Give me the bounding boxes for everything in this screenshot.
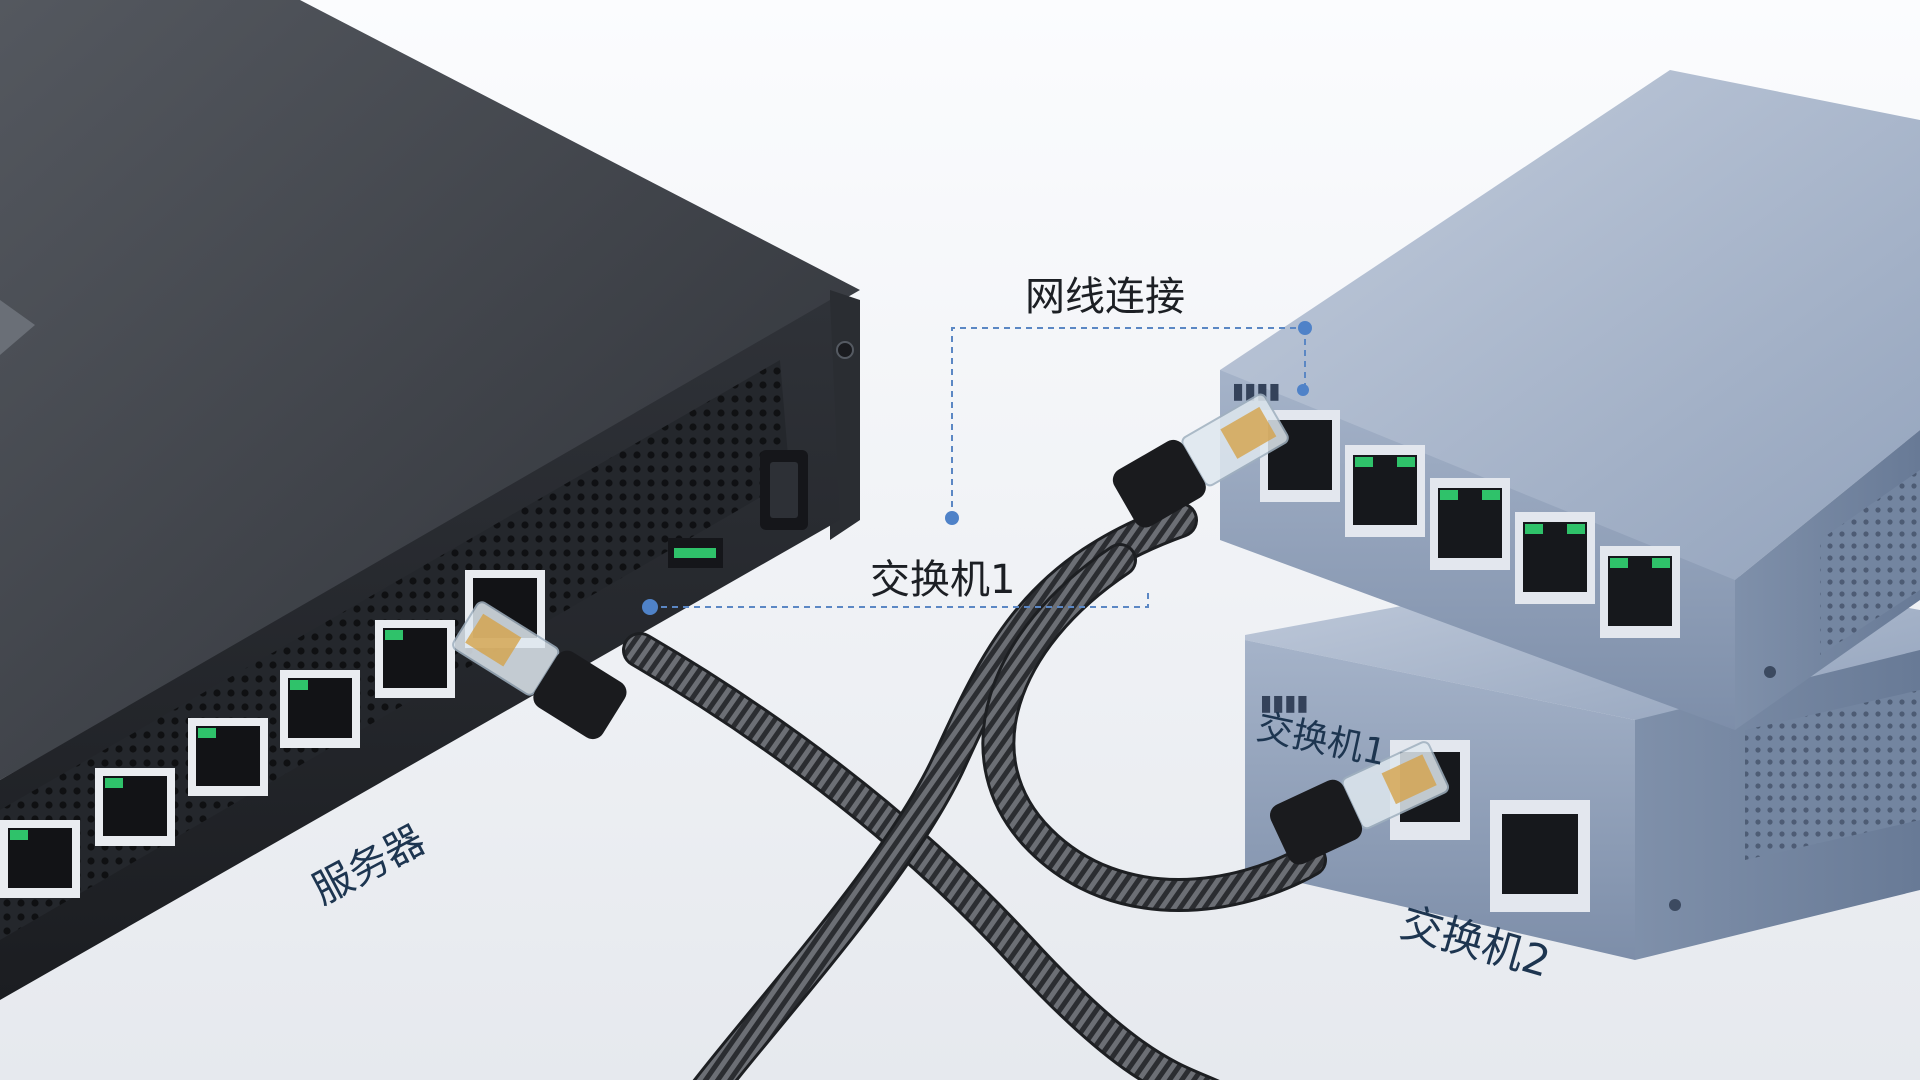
rj45-connectors <box>452 393 1450 865</box>
switch-2-port <box>1490 800 1590 912</box>
svg-text:▮▮▮▮: ▮▮▮▮ <box>1260 691 1308 716</box>
network-cable-connection-label: 网线连接 <box>1025 274 1185 320</box>
switch-1-ports <box>1260 410 1680 638</box>
callout-lines <box>650 327 1306 608</box>
callout-dots <box>642 321 1312 615</box>
switch-1-device: ▮▮▮▮ <box>1220 70 1920 730</box>
ethernet-cables <box>622 502 1327 1080</box>
server-device <box>0 0 860 1000</box>
switch-1-callout-label: 交换机1 <box>870 557 1015 603</box>
